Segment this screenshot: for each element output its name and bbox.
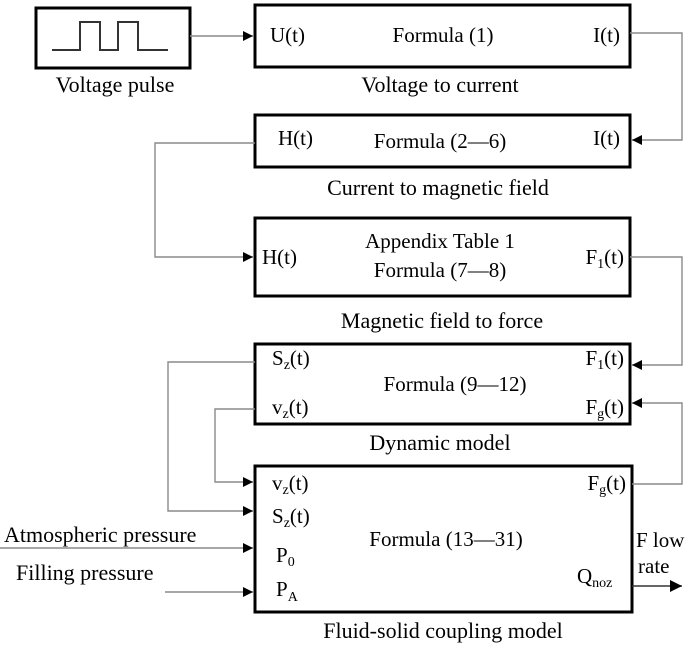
field-to-force-caption: Magnetic field to force	[341, 308, 543, 333]
voltage-pulse-box	[34, 6, 192, 70]
voltage-pulse-block: Voltage pulse	[34, 6, 192, 97]
port-i-input: I(t)	[593, 126, 620, 150]
dynamic-model-caption: Dynamic model	[369, 430, 510, 455]
field-to-force-box	[253, 216, 632, 298]
pulse-waveform-icon	[52, 21, 168, 51]
atmospheric-pressure-label: Atmospheric pressure	[4, 522, 196, 547]
arrow-field-to-force	[154, 142, 255, 262]
formula-2-6-label: Formula (2—6)	[374, 129, 506, 153]
current-to-field-box	[253, 113, 632, 169]
arrow-fg-feedback	[632, 398, 683, 485]
port-vz-input: vz(t)	[272, 471, 309, 498]
flow-rate-label-line2: rate	[638, 554, 669, 578]
formula-1-label: Formula (1)	[393, 23, 494, 47]
arrow-current-to-field	[630, 32, 683, 145]
field-to-force-block: H(t) Appendix Table 1 Formula (7—8) F1(t…	[253, 216, 632, 333]
port-f1-input: F1(t)	[585, 346, 624, 373]
current-to-field-block: H(t) Formula (2—6) I(t) Current to magne…	[253, 113, 632, 200]
voltage-to-current-block: U(t) Formula (1) I(t) Voltage to current	[253, 3, 632, 97]
port-h-output: H(t)	[278, 126, 313, 150]
port-f1-output: F1(t)	[585, 245, 624, 272]
coupling-model-box	[253, 464, 634, 614]
port-u-input: U(t)	[270, 23, 305, 47]
voltage-to-current-caption: Voltage to current	[361, 72, 518, 97]
port-fg-input: Fg(t)	[585, 395, 624, 422]
port-p0-input: P0	[276, 543, 295, 570]
coupling-model-block: vz(t) Sz(t) P0 PA Formula (13—31) Fg(t) …	[253, 464, 634, 643]
port-fg-output: Fg(t)	[587, 471, 626, 498]
flow-rate-label-line1: F low	[636, 528, 685, 552]
formula-9-12-label: Formula (9—12)	[384, 372, 527, 396]
appendix-table-label: Appendix Table 1	[365, 229, 515, 253]
port-sz-output: Sz(t)	[272, 346, 310, 373]
current-to-field-caption: Current to magnetic field	[327, 175, 549, 200]
port-i-output: I(t)	[593, 23, 620, 47]
port-vz-output: vz(t)	[272, 395, 309, 422]
formula-13-31-label: Formula (13—31)	[369, 527, 522, 551]
arrow-vz-feedback	[214, 408, 255, 487]
arrow-force-to-dynamic	[630, 256, 683, 370]
port-h-input: H(t)	[262, 245, 297, 269]
filling-pressure-label: Filling pressure	[16, 560, 154, 585]
dynamic-model-box	[253, 342, 632, 426]
arrow-sz-feedback	[167, 361, 255, 516]
port-pa-input: PA	[276, 577, 299, 605]
coupling-model-caption: Fluid-solid coupling model	[323, 618, 563, 643]
voltage-pulse-caption: Voltage pulse	[56, 72, 175, 97]
dynamic-model-block: Sz(t) vz(t) Formula (9—12) F1(t) Fg(t) D…	[253, 342, 632, 455]
formula-7-8-label: Formula (7—8)	[374, 258, 506, 282]
port-q-output: Qnoz	[577, 564, 612, 591]
voltage-to-current-box	[253, 3, 632, 69]
port-sz-input: Sz(t)	[272, 504, 310, 531]
